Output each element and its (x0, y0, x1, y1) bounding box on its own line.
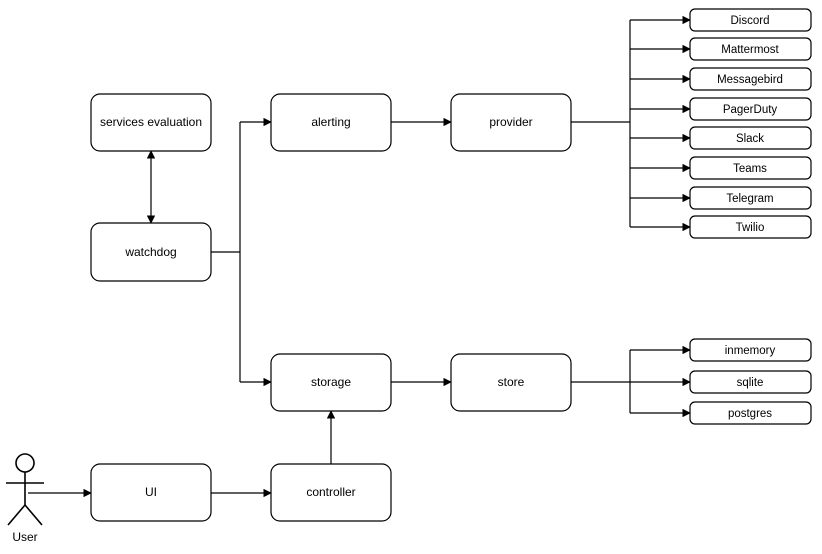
provider-item-messagebird-label: Messagebird (717, 74, 783, 86)
node-watchdog[interactable]: watchdog (90, 222, 212, 282)
provider-item-slack-shape[interactable] (689, 126, 812, 150)
provider-item-pagerduty[interactable]: PagerDuty (689, 97, 812, 121)
node-store-shape[interactable] (450, 353, 572, 412)
node-alerting-label: alerting (311, 115, 350, 129)
provider-item-mattermost-label: Mattermost (721, 44, 779, 56)
user-actor-label: User (12, 530, 37, 544)
node-provider-label: provider (489, 115, 532, 129)
node-watchdog-shape[interactable] (90, 222, 212, 282)
provider-item-teams[interactable]: Teams (689, 156, 812, 180)
provider-item-twilio[interactable]: Twilio (689, 215, 812, 239)
provider-item-telegram[interactable]: Telegram (689, 186, 812, 210)
provider-item-teams-label: Teams (733, 163, 767, 175)
node-storage[interactable]: storage (270, 353, 392, 412)
node-services-evaluation[interactable]: services evaluation (90, 93, 212, 152)
actor-leg-right-icon (24, 504, 43, 526)
node-alerting-shape[interactable] (270, 93, 392, 152)
provider-fanout-branches (630, 15, 691, 232)
store-item-inmemory-shape[interactable] (689, 338, 812, 362)
provider-item-mattermost-shape[interactable] (689, 37, 812, 61)
provider-item-discord-label: Discord (731, 15, 770, 27)
actor-head-icon (15, 453, 35, 473)
provider-item-slack-label: Slack (736, 133, 764, 145)
provider-item-twilio-label: Twilio (736, 222, 765, 234)
store-item-inmemory[interactable]: inmemory (689, 338, 812, 362)
provider-item-telegram-shape[interactable] (689, 186, 812, 210)
node-controller-shape[interactable] (270, 463, 392, 522)
provider-item-mattermost[interactable]: Mattermost (689, 37, 812, 61)
user-actor[interactable]: User (6, 453, 44, 544)
node-storage-label: storage (311, 375, 351, 389)
node-provider[interactable]: provider (450, 93, 572, 152)
store-item-sqlite-label: sqlite (737, 377, 764, 389)
store-item-inmemory-label: inmemory (725, 345, 776, 357)
provider-item-slack[interactable]: Slack (689, 126, 812, 150)
node-alerting[interactable]: alerting (270, 93, 392, 152)
store-item-postgres-label: postgres (728, 408, 772, 420)
provider-item-messagebird[interactable]: Messagebird (689, 67, 812, 91)
node-watchdog-label: watchdog (124, 245, 176, 259)
provider-item-telegram-label: Telegram (726, 193, 773, 205)
store-item-postgres-shape[interactable] (689, 401, 812, 425)
store-list: inmemory sqlite postgres (689, 338, 812, 425)
provider-item-pagerduty-label: PagerDuty (723, 104, 778, 116)
store-item-postgres[interactable]: postgres (689, 401, 812, 425)
provider-item-pagerduty-shape[interactable] (689, 97, 812, 121)
provider-list: Discord Mattermost Messagebird PagerDuty… (689, 8, 812, 239)
node-ui-label: UI (145, 485, 157, 499)
provider-item-teams-shape[interactable] (689, 156, 812, 180)
provider-item-twilio-shape[interactable] (689, 215, 812, 239)
node-store[interactable]: store (450, 353, 572, 412)
node-ui[interactable]: UI (90, 463, 212, 522)
store-item-sqlite[interactable]: sqlite (689, 370, 812, 394)
node-services-evaluation-shape[interactable] (90, 93, 212, 152)
node-provider-shape[interactable] (450, 93, 572, 152)
node-controller-label: controller (306, 485, 355, 499)
node-services-evaluation-label: services evaluation (100, 115, 202, 129)
node-controller[interactable]: controller (270, 463, 392, 522)
node-storage-shape[interactable] (270, 353, 392, 412)
provider-item-discord[interactable]: Discord (689, 8, 812, 32)
provider-item-discord-shape[interactable] (689, 8, 812, 32)
provider-item-messagebird-shape[interactable] (689, 67, 812, 91)
node-ui-shape[interactable] (90, 463, 212, 522)
store-fanout-branches (630, 345, 691, 418)
store-item-sqlite-shape[interactable] (689, 370, 812, 394)
node-store-label: store (498, 375, 525, 389)
actor-leg-left-icon (7, 504, 26, 526)
